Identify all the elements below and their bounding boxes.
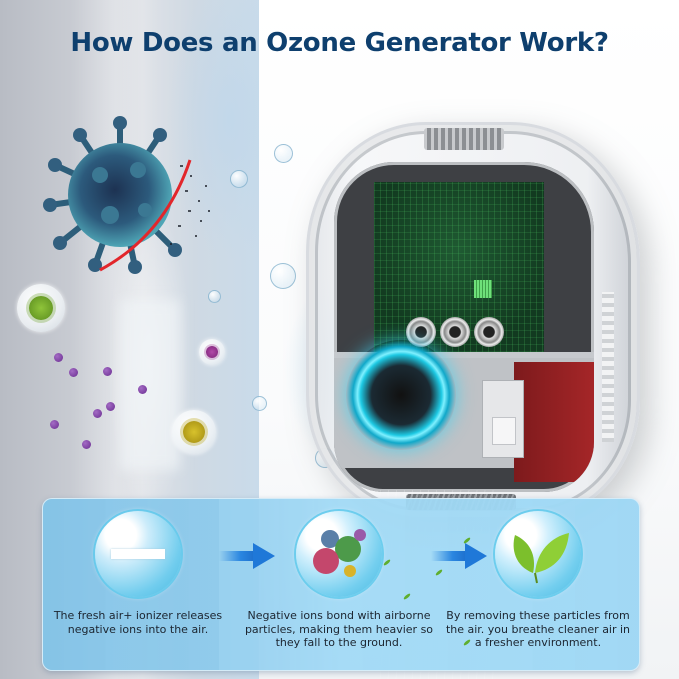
arrow-right-icon <box>431 543 489 569</box>
yellow-germ-bubble <box>172 410 216 454</box>
switch-plate <box>482 380 524 458</box>
side-ribs <box>602 292 614 442</box>
ion-bubble <box>252 396 267 411</box>
electrode <box>440 317 470 347</box>
particle-dot <box>93 409 102 418</box>
electrode <box>474 317 504 347</box>
chip <box>474 280 492 298</box>
step-2-text: Negative ions bond with airborne particl… <box>244 609 434 649</box>
particle-dot <box>50 420 59 429</box>
background-window <box>120 300 180 470</box>
ion-bubble <box>270 263 296 289</box>
particle-dot <box>103 367 112 376</box>
particle-dot <box>69 368 78 377</box>
particle-dot <box>106 402 115 411</box>
particle-dot <box>82 440 91 449</box>
ion-bubble <box>208 290 221 303</box>
step-1: The fresh air+ ionizer releases negative… <box>43 511 233 670</box>
yellow-germ-icon <box>183 421 205 443</box>
bacteria-cluster-icon <box>296 511 382 597</box>
how-it-works-panel: The fresh air+ ionizer releases negative… <box>42 498 640 671</box>
top-vent-grille <box>424 128 504 150</box>
page-title: How Does an Ozone Generator Work? <box>70 28 609 58</box>
glowing-fan-icon <box>346 340 456 450</box>
arrow-right-icon <box>219 543 277 569</box>
green-leaf-icon <box>495 511 581 597</box>
green-germ-icon <box>29 296 53 320</box>
ozone-generator-device <box>306 122 640 520</box>
bacteria-icon <box>313 529 366 577</box>
negative-ion-minus-icon <box>95 511 181 597</box>
particle-dot <box>54 353 63 362</box>
particle-dot <box>138 385 147 394</box>
ozone-plate <box>514 362 594 482</box>
device-internals <box>334 162 594 492</box>
purple-germ-bubble <box>199 339 225 365</box>
step-3: By removing these particles from the air… <box>443 511 633 670</box>
ion-bubble <box>230 170 248 188</box>
virus-icon <box>43 116 210 274</box>
step-3-text: By removing these particles from the air… <box>445 609 631 649</box>
step-2: Negative ions bond with airborne particl… <box>244 511 434 670</box>
leaf-icon <box>513 533 569 584</box>
purple-germ-icon <box>206 346 218 358</box>
step-1-text: The fresh air+ ionizer releases negative… <box>53 609 223 636</box>
minus-icon <box>111 549 165 559</box>
green-germ-bubble <box>17 284 65 332</box>
divider <box>334 352 594 358</box>
ion-bubble <box>274 144 293 163</box>
